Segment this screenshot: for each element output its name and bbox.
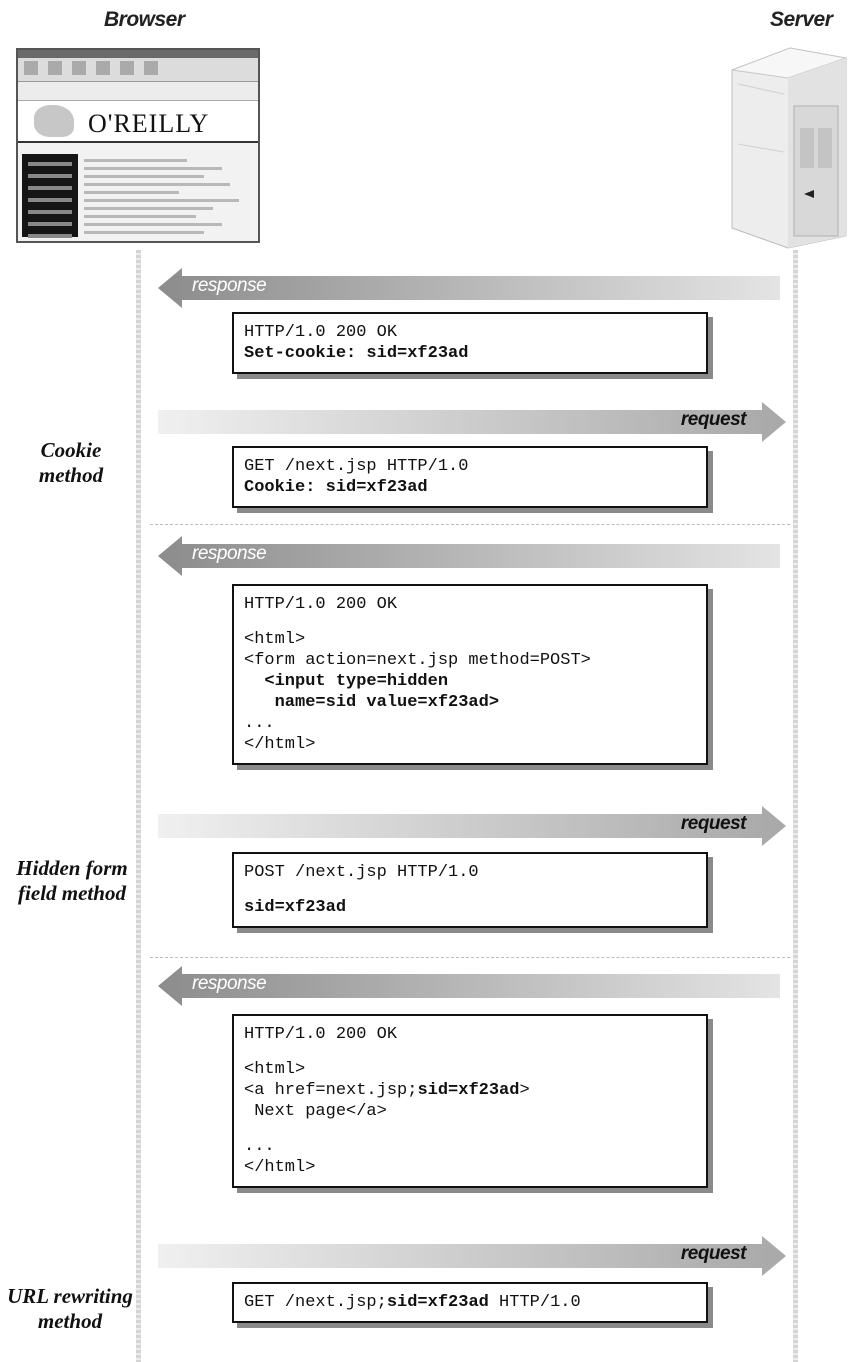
response-label: response xyxy=(192,275,267,296)
back-icon xyxy=(24,61,38,75)
address-bar xyxy=(18,82,258,101)
response-arrow: response xyxy=(158,536,780,576)
request-arrow: request xyxy=(158,806,786,846)
print-icon xyxy=(144,61,158,75)
url-rewriting-method-label: URL rewriting method xyxy=(7,1284,133,1333)
request-label: request xyxy=(680,409,747,430)
cookie-request-box: GET /next.jsp HTTP/1.0 Cookie: sid=xf23a… xyxy=(232,446,708,508)
response-arrow: response xyxy=(158,966,780,1006)
tarsier-icon xyxy=(34,105,74,137)
server-lifeline xyxy=(793,250,798,1362)
method-divider xyxy=(150,524,790,525)
browser-toolbar xyxy=(18,58,258,82)
server-header: Server xyxy=(770,8,833,31)
server-icon xyxy=(731,47,848,249)
reload-icon xyxy=(72,61,86,75)
hidden-form-method-label: Hidden form field method xyxy=(16,856,128,905)
method-divider xyxy=(150,957,790,958)
response-arrow: response xyxy=(158,268,780,308)
url-response-box: HTTP/1.0 200 OK <html> <a href=next.jsp;… xyxy=(232,1014,708,1188)
url-request-line: GET /next.jsp;sid=xf23ad HTTP/1.0 xyxy=(244,1293,581,1312)
response-label: response xyxy=(192,973,267,994)
forward-icon xyxy=(48,61,62,75)
browser-lifeline xyxy=(136,250,141,1362)
cookie-method-label: Cookie method xyxy=(38,438,104,487)
browser-header: Browser xyxy=(104,8,185,31)
browser-titlebar xyxy=(18,50,258,58)
search-icon xyxy=(120,61,134,75)
request-arrow: request xyxy=(158,402,786,442)
site-nav-sidebar xyxy=(22,154,78,238)
cookie-response-box: HTTP/1.0 200 OK Set-cookie: sid=xf23ad xyxy=(232,312,708,374)
request-arrow: request xyxy=(158,1236,786,1276)
request-label: request xyxy=(680,1243,747,1264)
response-label: response xyxy=(192,543,267,564)
url-request-box: GET /next.jsp;sid=xf23ad HTTP/1.0 xyxy=(232,1282,708,1323)
form-request-box: POST /next.jsp HTTP/1.0 sid=xf23ad xyxy=(232,852,708,928)
site-banner: O'REILLY xyxy=(18,101,258,143)
request-label: request xyxy=(680,813,747,834)
home-icon xyxy=(96,61,110,75)
anchor-line: <a href=next.jsp;sid=xf23ad> xyxy=(244,1081,530,1100)
form-response-box: HTTP/1.0 200 OK <html> <form action=next… xyxy=(232,584,708,765)
oreilly-logo: O'REILLY xyxy=(88,109,210,138)
site-content xyxy=(82,154,254,237)
browser-thumbnail: O'REILLY xyxy=(16,48,260,243)
